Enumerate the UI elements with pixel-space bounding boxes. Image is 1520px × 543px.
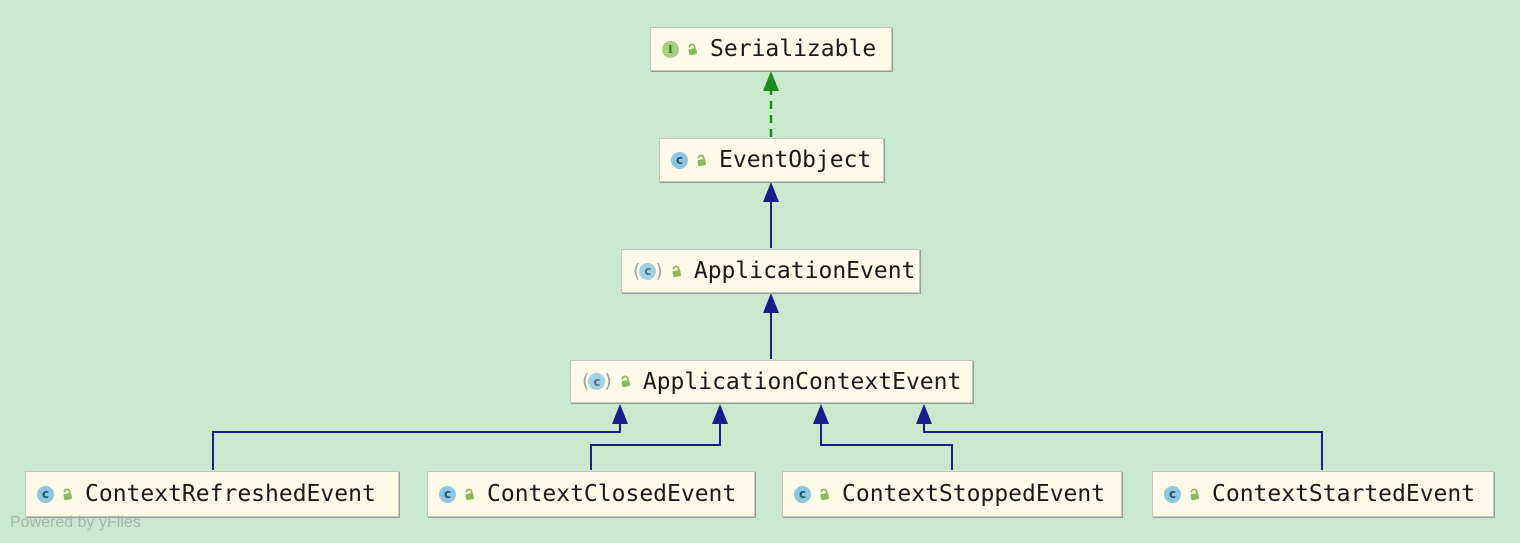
edge-contextstoppedevent-extends-applicationcontextevent [813,404,953,470]
class-icon: c [439,485,456,503]
node-serializable[interactable]: I Serializable [650,27,892,71]
class-name-label: Serializable [710,36,877,62]
node-context-closed-event[interactable]: c ContextClosedEvent [427,471,755,517]
public-lock-icon [63,488,73,500]
class-name-label: ContextStartedEvent [1212,481,1476,507]
class-name-label: ApplicationContextEvent [642,368,962,395]
class-icon: c [37,485,54,503]
node-application-context-event[interactable]: ( c ) ApplicationContextEvent [570,360,973,403]
edge-applicationcontextevent-extends-applicationevent [763,293,779,359]
node-application-event[interactable]: ( c ) ApplicationEvent [621,249,920,293]
class-name-label: ContextClosedEvent [487,481,737,507]
abstract-paren-open: ( [633,259,641,282]
abstract-class-icon: ( c ) [633,259,663,282]
class-name-label: ApplicationEvent [693,258,916,284]
public-lock-icon [672,265,681,277]
yfiles-watermark: Powered by yFiles [10,514,141,531]
class-name-label: ContextRefreshedEvent [85,481,376,507]
interface-icon: I [662,40,679,58]
edge-applicationevent-extends-eventobject [763,182,779,248]
node-context-started-event[interactable]: c ContextStartedEvent [1152,471,1494,517]
public-lock-icon [1190,488,1200,500]
class-icon: c [639,262,657,280]
public-lock-icon [621,375,630,388]
public-lock-icon [820,488,830,500]
class-icon: c [794,485,811,503]
abstract-paren-close: ) [655,259,663,282]
node-context-refreshed-event[interactable]: c ContextRefreshedEvent [25,471,399,517]
class-icon: c [1164,485,1181,503]
abstract-paren-close: ) [604,370,612,392]
public-lock-icon [465,488,475,500]
class-name-label: EventObject [719,147,872,173]
edge-eventobject-implements-serializable [763,71,779,137]
abstract-class-icon: ( c ) [582,370,612,392]
edge-contextclosedevent-extends-applicationcontextevent [590,404,728,470]
abstract-paren-open: ( [582,370,590,392]
public-lock-icon [697,154,707,166]
edge-contextrefreshedevent-extends-applicationcontextevent [212,404,628,470]
class-icon: c [671,151,688,169]
class-name-label: ContextStoppedEvent [842,481,1106,507]
node-context-stopped-event[interactable]: c ContextStoppedEvent [782,471,1122,517]
public-lock-icon [688,43,698,55]
edge-contextstartedevent-extends-applicationcontextevent [916,404,1323,470]
node-event-object[interactable]: c EventObject [659,138,884,182]
class-icon: c [588,373,606,390]
